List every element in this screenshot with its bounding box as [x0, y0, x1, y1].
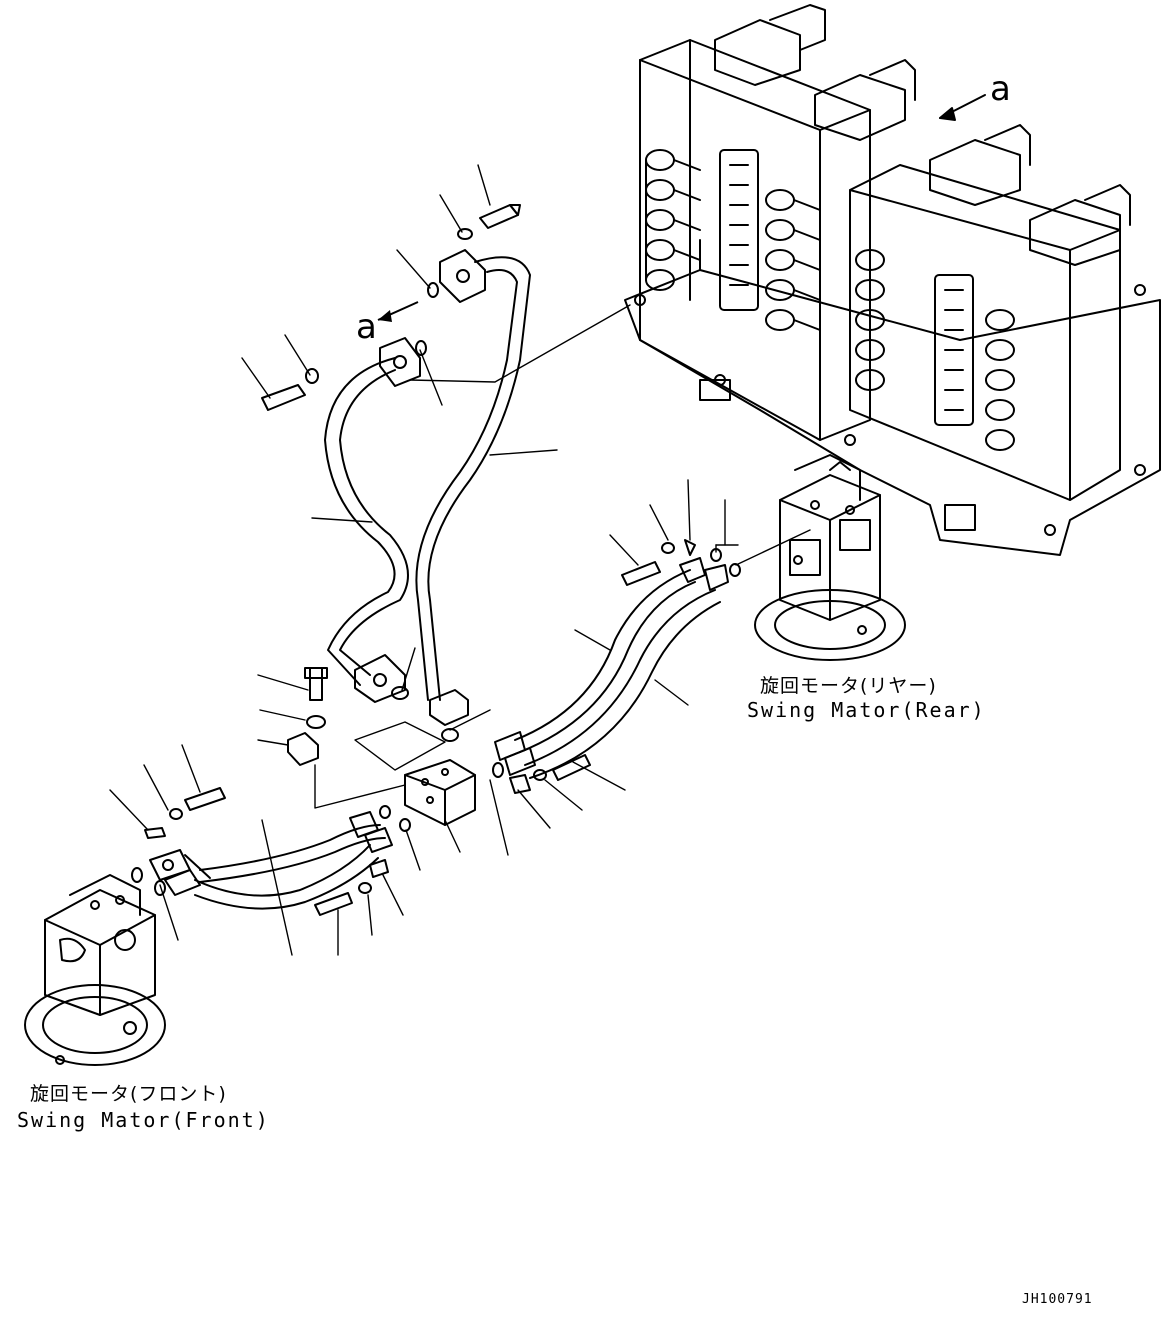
swing-motor-front-label-en: Swing Mator(Front) [17, 1108, 270, 1132]
callout-a-mid: a [356, 307, 377, 347]
swing-motor-front-label-jp: 旋回モータ(フロント) [30, 1083, 227, 1105]
callout-a-top: a [990, 69, 1011, 109]
leader-lines [109, 164, 811, 956]
swing-motor-front [24, 874, 166, 1066]
pipe-assembly-upper [261, 204, 531, 766]
swing-motor-rear-label-jp: 旋回モータ(リヤー) [760, 675, 937, 697]
hose-assembly-rear [492, 539, 741, 794]
drawing-code: JH100791 [1022, 1292, 1093, 1307]
swing-motor-rear [754, 454, 906, 661]
manifold-block [404, 759, 476, 826]
swing-motor-rear-label-en: Swing Mator(Rear) [747, 698, 986, 722]
control-valve-assembly [624, 4, 1161, 556]
hose-assembly-front [131, 787, 411, 916]
